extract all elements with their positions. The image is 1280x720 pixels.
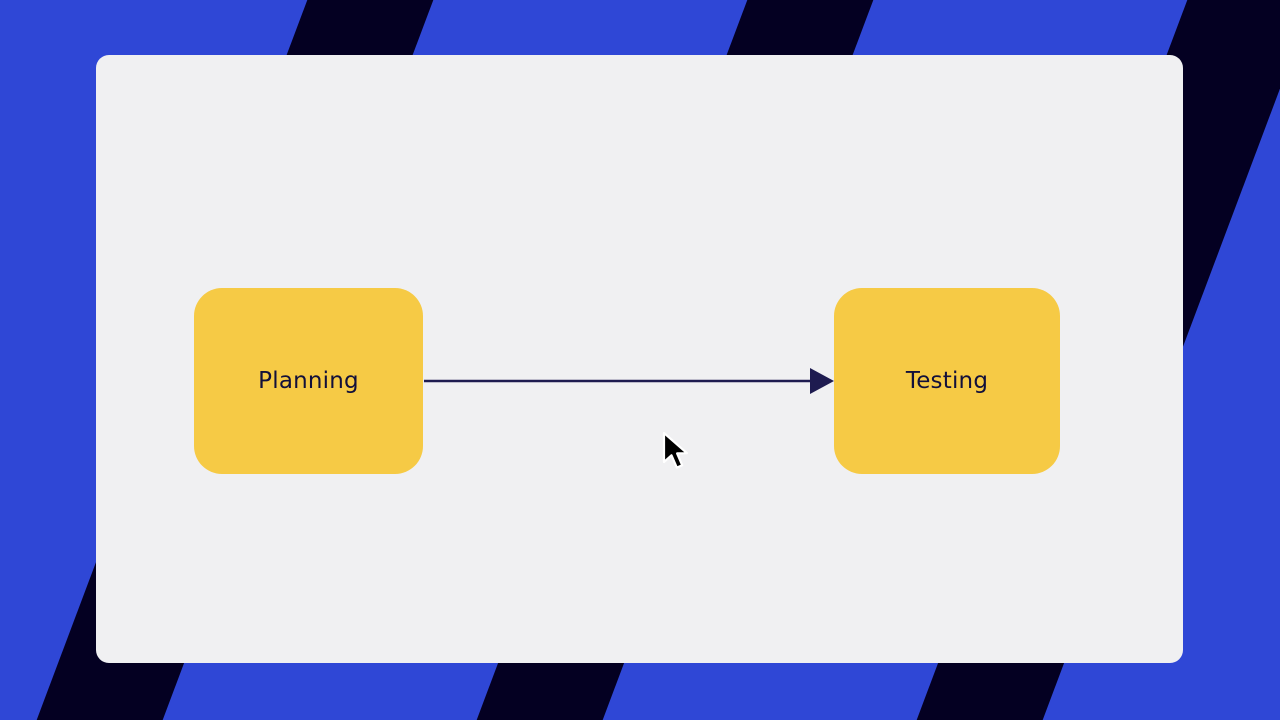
diagram-canvas[interactable]: Planning Testing: [96, 55, 1183, 663]
edge-planning-to-testing[interactable]: [424, 368, 834, 394]
node-label: Planning: [258, 368, 359, 394]
backdrop-stripe: [0, 0, 77, 720]
diagram-node-planning[interactable]: Planning: [194, 288, 423, 474]
edge-arrowhead-icon: [810, 368, 834, 394]
node-label: Testing: [905, 368, 989, 394]
diagram-node-testing[interactable]: Testing: [834, 288, 1060, 474]
flowchart-diagram: Planning Testing: [96, 55, 1183, 663]
